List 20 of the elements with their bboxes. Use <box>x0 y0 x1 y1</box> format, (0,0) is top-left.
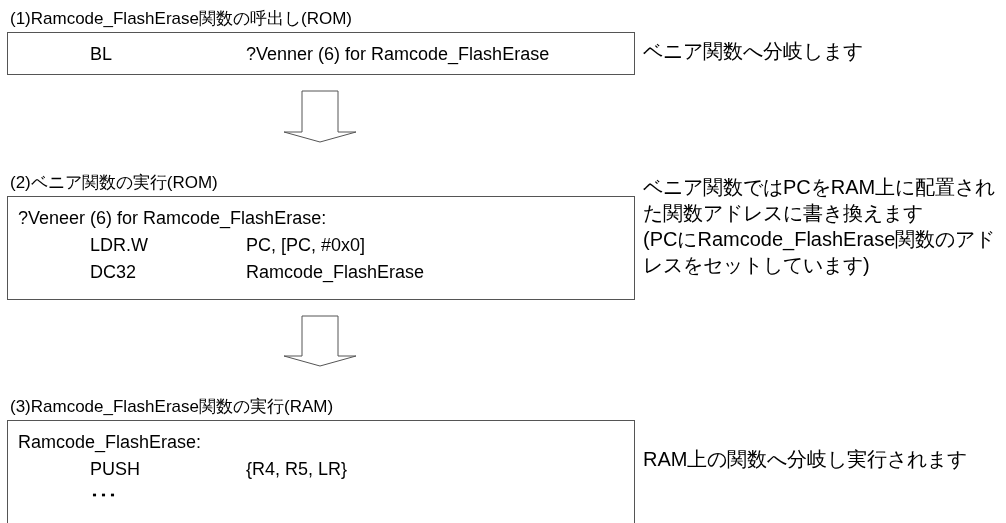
block-arrow <box>283 315 357 367</box>
operand: ?Venner (6) for Ramcode_FlashErase <box>246 43 550 67</box>
note-text: ベニア関数ではPCをRAM上に配置された関数アドレスに書き換えます <box>643 175 997 226</box>
step-heading: (3)Ramcode_FlashErase関数の実行(RAM) <box>9 396 334 418</box>
ellipsis: ･･･ <box>90 485 117 508</box>
code-label: ?Veneer (6) for Ramcode_FlashErase: <box>18 207 327 231</box>
note-text: RAM上の関数へ分岐し実行されます <box>643 447 969 472</box>
step-heading: (2)ベニア関数の実行(ROM) <box>9 172 218 194</box>
instruction: DC32 <box>90 261 138 284</box>
instruction: PUSH <box>90 458 141 481</box>
note-text: ベニア関数へ分岐します <box>643 39 864 64</box>
block-arrow <box>283 90 357 143</box>
operand: Ramcode_FlashErase <box>246 261 425 285</box>
operand: PC, [PC, #0x0] <box>246 234 366 257</box>
instruction: BL <box>90 43 114 66</box>
operand: {R4, R5, LR} <box>246 458 348 481</box>
instruction: LDR.W <box>90 234 149 257</box>
code-label: Ramcode_FlashErase: <box>18 431 202 455</box>
step-heading: (1)Ramcode_FlashErase関数の呼出し(ROM) <box>9 8 352 30</box>
note-text: (PCにRamcode_FlashErase関数のアドレスをセットしています) <box>643 227 997 278</box>
